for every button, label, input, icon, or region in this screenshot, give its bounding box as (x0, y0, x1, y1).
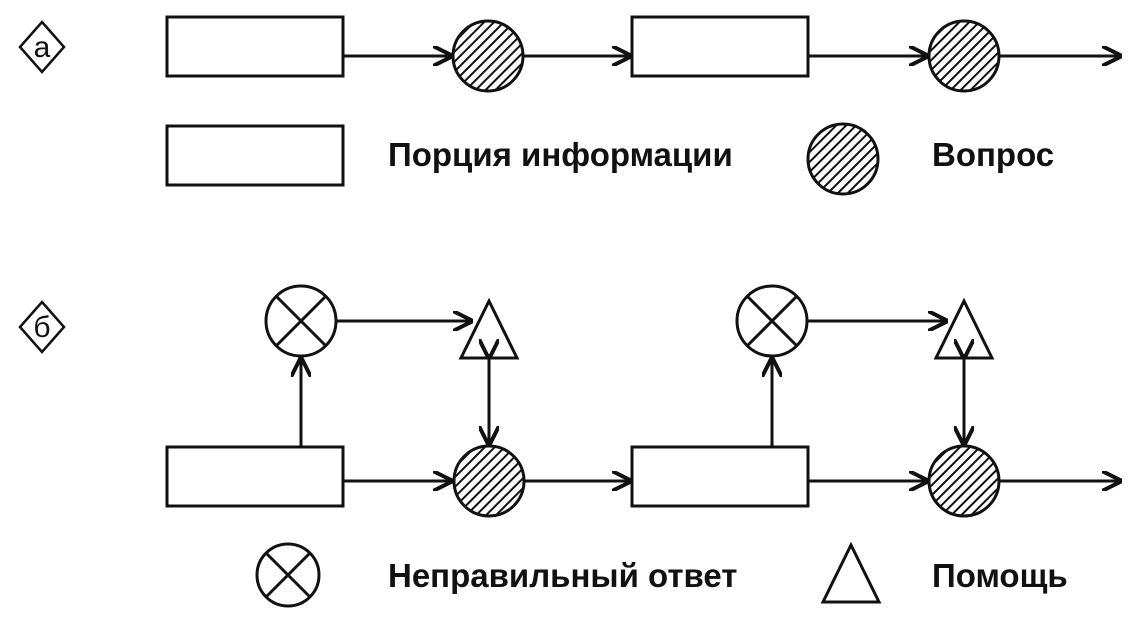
question-circle (452, 444, 526, 518)
legend-wrong-answer-symbol (255, 542, 321, 608)
wrong-answer-circle (735, 284, 809, 358)
info-portion-box (165, 15, 345, 78)
info-portion-box (630, 445, 810, 508)
info-portion-box (165, 445, 345, 508)
question-circle (451, 19, 525, 93)
help-triangle (458, 297, 520, 360)
legend-help-label: Помощь (932, 557, 1068, 594)
question-circle (927, 444, 1001, 518)
panel-a (18, 15, 1122, 196)
wrong-answer-circle (264, 284, 338, 358)
legend-question-symbol (806, 122, 880, 196)
question-circle (927, 19, 1001, 93)
legend-wrong-answer-label: Неправильный ответ (388, 557, 737, 594)
legend-question-label: Вопрос (932, 136, 1054, 173)
panel-a-tag (18, 20, 66, 74)
legend-info-portion-symbol (165, 124, 345, 187)
legend-help-symbol (820, 541, 882, 604)
panel-b-tag (18, 300, 66, 354)
info-portion-box (630, 15, 810, 78)
panel-b-tag-label: б (33, 311, 50, 344)
help-triangle (933, 297, 995, 360)
panel-b (18, 284, 1122, 608)
panel-a-tag-label: а (34, 31, 51, 64)
legend-info-portion-label: Порция информации (388, 136, 733, 173)
